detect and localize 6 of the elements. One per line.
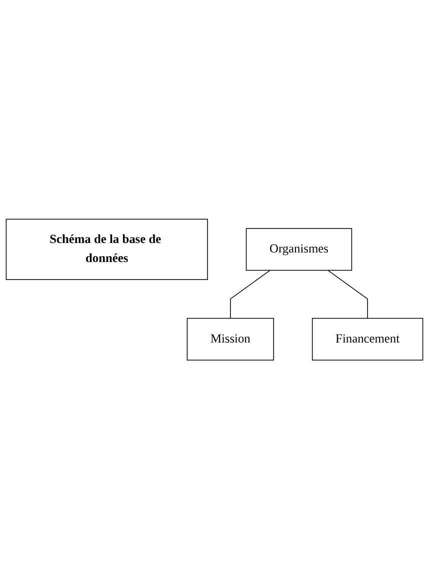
node-box: Financement <box>312 318 424 361</box>
node-box: Mission <box>186 318 274 361</box>
node-box: Schéma de la base de données <box>6 219 208 280</box>
connector <box>230 270 270 320</box>
connector <box>328 270 368 320</box>
node-box: Organismes <box>246 228 352 272</box>
